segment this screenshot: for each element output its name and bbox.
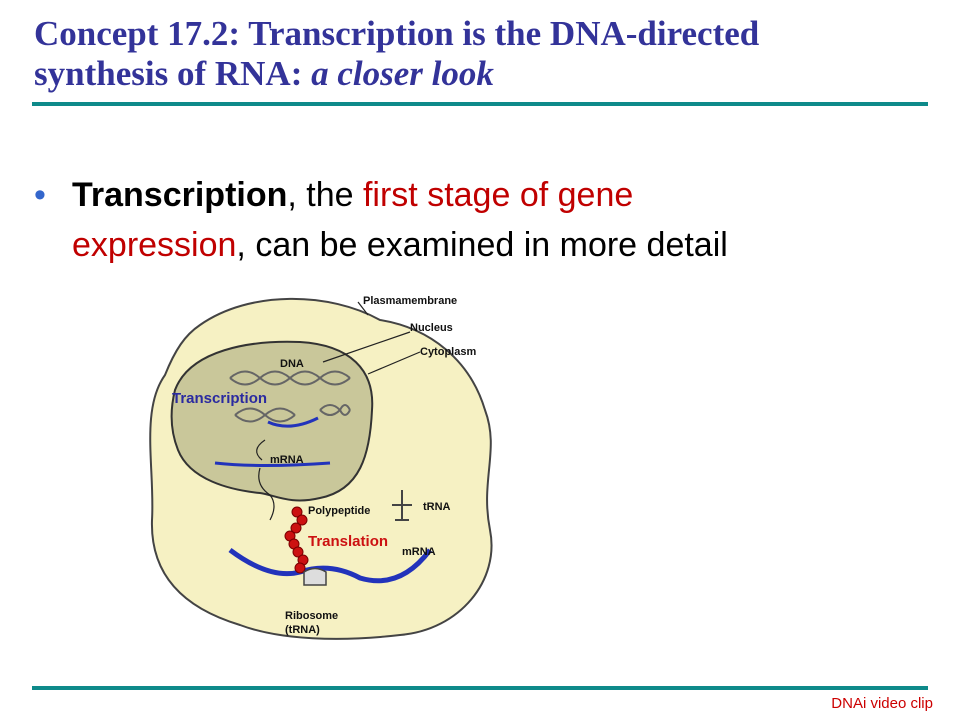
trna-molecule [392, 490, 412, 521]
label-cytoplasm: Cytoplasm [420, 346, 476, 358]
polypeptide-chain [284, 506, 309, 574]
label-ribosome: Ribosome [285, 610, 338, 622]
label-trna: tRNA [423, 501, 451, 513]
mrna-being-transcribed [267, 416, 319, 428]
label-mrna-nucleus: mRNA [270, 454, 304, 466]
label-polypeptide: Polypeptide [308, 505, 370, 517]
dna-helix [229, 370, 351, 386]
bullet-text-2: , can be examined in more detail [236, 226, 728, 264]
label-arrows [322, 301, 421, 375]
bullet-highlight-2: expression [72, 226, 237, 264]
dna-helix-transcribing [234, 404, 351, 423]
dnai-video-link[interactable]: DNAi video clip [831, 695, 933, 712]
bullet-marker: • [34, 176, 46, 214]
title-line-2-italic: a closer look [311, 54, 494, 93]
label-ribosome-sub: (tRNA) [285, 624, 320, 636]
title-line-2-plain: synthesis of RNA: [34, 54, 312, 93]
mrna-cytoplasm-strand [228, 547, 432, 584]
footer-divider [32, 686, 928, 690]
label-transcription: Transcription [172, 390, 267, 407]
label-translation: Translation [308, 533, 388, 550]
label-dna: DNA [280, 358, 304, 370]
nucleus-body [170, 340, 374, 502]
bullet-text: Transcription, the first stage of gene ex… [72, 170, 892, 270]
label-mrna-cytoplasm: mRNA [402, 546, 436, 558]
title-line-1: Concept 17.2: Transcription is the DNA-d… [34, 14, 760, 53]
gene-expression-diagram: Plasmamembrane Nucleus Cytoplasm DNA Tra… [149, 295, 493, 640]
slide-title: Concept 17.2: Transcription is the DNA-d… [34, 14, 934, 94]
mrna-exit-path [258, 467, 275, 521]
label-nucleus: Nucleus [410, 322, 453, 334]
bullet-bold-term: Transcription [72, 176, 288, 214]
mrna-nucleus-strand [214, 461, 331, 467]
bullet-text-1: , the [287, 176, 363, 214]
bullet-highlight-1: first stage of gene [362, 176, 634, 214]
title-divider [32, 102, 928, 106]
mrna-export-arrow [256, 439, 266, 461]
ribosome [303, 567, 327, 586]
title-line-2: synthesis of RNA: a closer look [34, 54, 934, 94]
label-plasma-membrane: Plasmamembrane [363, 295, 457, 307]
